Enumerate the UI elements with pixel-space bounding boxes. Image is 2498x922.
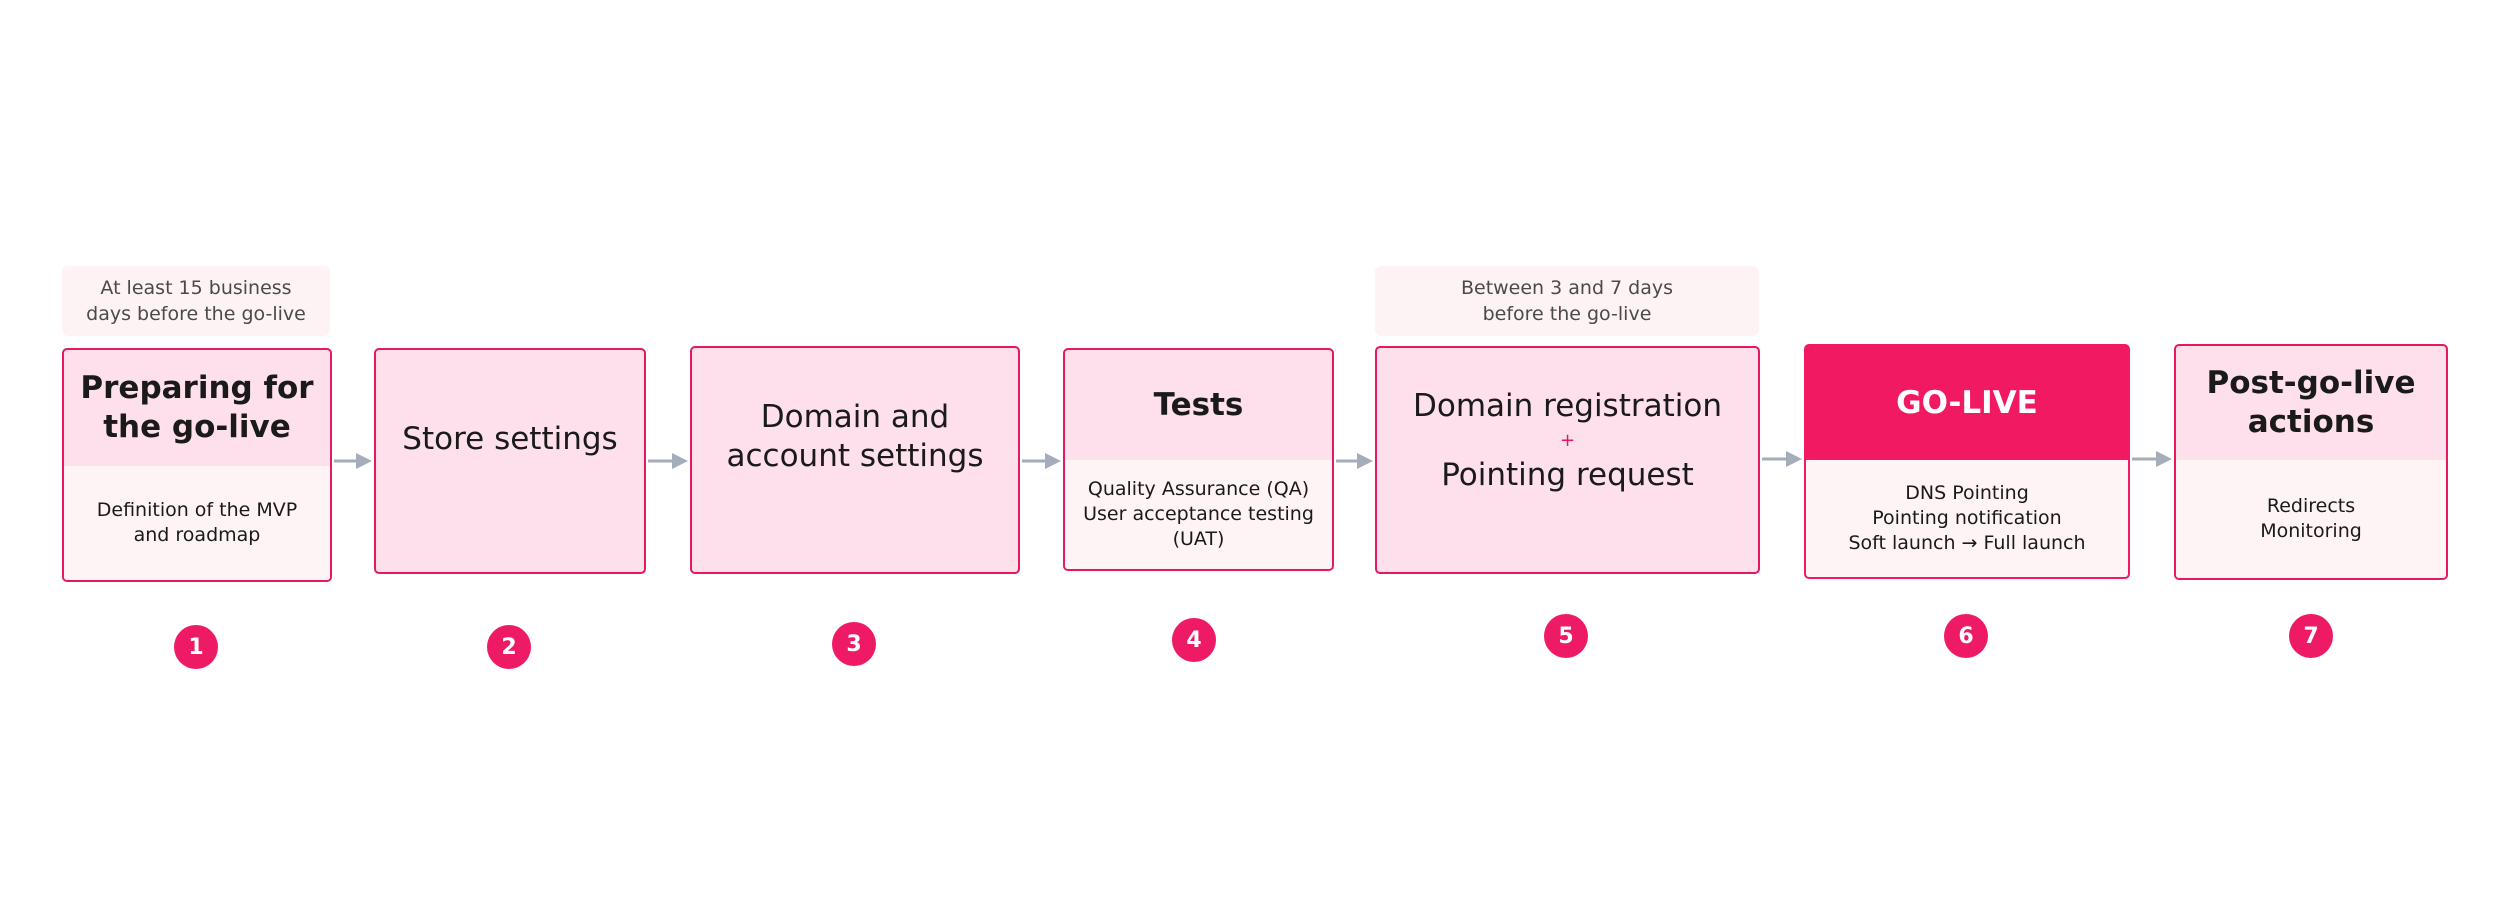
step-number-7: 7 (2289, 614, 2333, 658)
step-3-box: Domain and account settings (690, 346, 1020, 574)
step-number-6: 6 (1944, 614, 1988, 658)
step-1-box: Preparing for the go-live Definition of … (62, 348, 332, 582)
timing-note-line: before the go-live (1482, 303, 1652, 325)
timing-note-line: At least 15 business (100, 277, 292, 299)
step-number-3: 3 (832, 622, 876, 666)
step-title-line: Preparing for (80, 370, 314, 406)
step-1-details: Definition of the MVP and roadmap (64, 466, 330, 580)
timing-note-line: Between 3 and 7 days (1460, 277, 1674, 299)
step-title-line: Pointing request (1441, 457, 1694, 493)
step-detail-line: DNS Pointing (1905, 482, 2029, 504)
timing-note-line: days before the go-live (86, 303, 306, 325)
timing-note-step-5: Between 3 and 7 days before the go-live (1375, 266, 1759, 336)
step-title-line: Domain registration (1412, 388, 1722, 424)
step-title-line: account settings (726, 438, 984, 474)
arrow-head (356, 453, 372, 469)
step-4-title: Tests (1065, 350, 1332, 460)
step-7-box: Post-go-live actions Redirects Monitorin… (2174, 344, 2448, 580)
step-number-4: 4 (1172, 618, 1216, 662)
step-title-line: Post-go-live (2206, 365, 2416, 401)
arrow-head (1357, 453, 1373, 469)
step-title-line: Domain and (760, 399, 950, 435)
step-detail-line: Redirects (2266, 495, 2356, 517)
step-detail-line: Soft launch → Full launch (1848, 532, 2086, 554)
step-detail-line: Quality Assurance (QA) (1087, 478, 1310, 500)
step-1-title: Preparing for the go-live (64, 350, 330, 466)
step-7-title: Post-go-live actions (2176, 346, 2446, 460)
arrow-head (1786, 451, 1802, 467)
step-detail-line: User acceptance testing (1083, 503, 1314, 525)
step-detail-line: Monitoring (2260, 520, 2362, 542)
arrow-head (2156, 451, 2172, 467)
step-number-2: 2 (487, 625, 531, 669)
step-5-box: Domain registration + Pointing request (1375, 346, 1760, 574)
step-title-line: the go-live (103, 409, 291, 445)
step-2-title: Store settings (376, 350, 644, 528)
step-number-1: 1 (174, 625, 218, 669)
step-6-details: DNS Pointing Pointing notification Soft … (1806, 460, 2128, 577)
step-6-title: GO-LIVE (1806, 346, 2128, 460)
step-4-details: Quality Assurance (QA) User acceptance t… (1065, 460, 1332, 569)
plus-joiner: + (1559, 430, 1576, 451)
step-detail-line: Pointing notification (1872, 507, 2062, 529)
arrow-head (1045, 453, 1061, 469)
step-5-title: Domain registration + Pointing request (1377, 348, 1758, 534)
step-2-box: Store settings (374, 348, 646, 574)
step-title-line: Tests (1153, 386, 1244, 423)
step-6-box: GO-LIVE DNS Pointing Pointing notificati… (1804, 344, 2130, 579)
arrow-head (672, 453, 688, 469)
step-4-box: Tests Quality Assurance (QA) User accept… (1063, 348, 1334, 571)
step-title-line: GO-LIVE (1896, 385, 2038, 421)
step-title-line: Store settings (402, 420, 618, 457)
step-detail-line: (UAT) (1172, 528, 1225, 550)
step-title-line: actions (2247, 404, 2375, 440)
step-7-details: Redirects Monitoring (2176, 460, 2446, 578)
step-detail-line: Definition of the MVP (96, 499, 298, 521)
step-detail-line: and roadmap (133, 524, 261, 546)
step-number-5: 5 (1544, 614, 1588, 658)
step-3-title: Domain and account settings (692, 348, 1018, 526)
timing-note-step-1: At least 15 business days before the go-… (62, 266, 330, 336)
